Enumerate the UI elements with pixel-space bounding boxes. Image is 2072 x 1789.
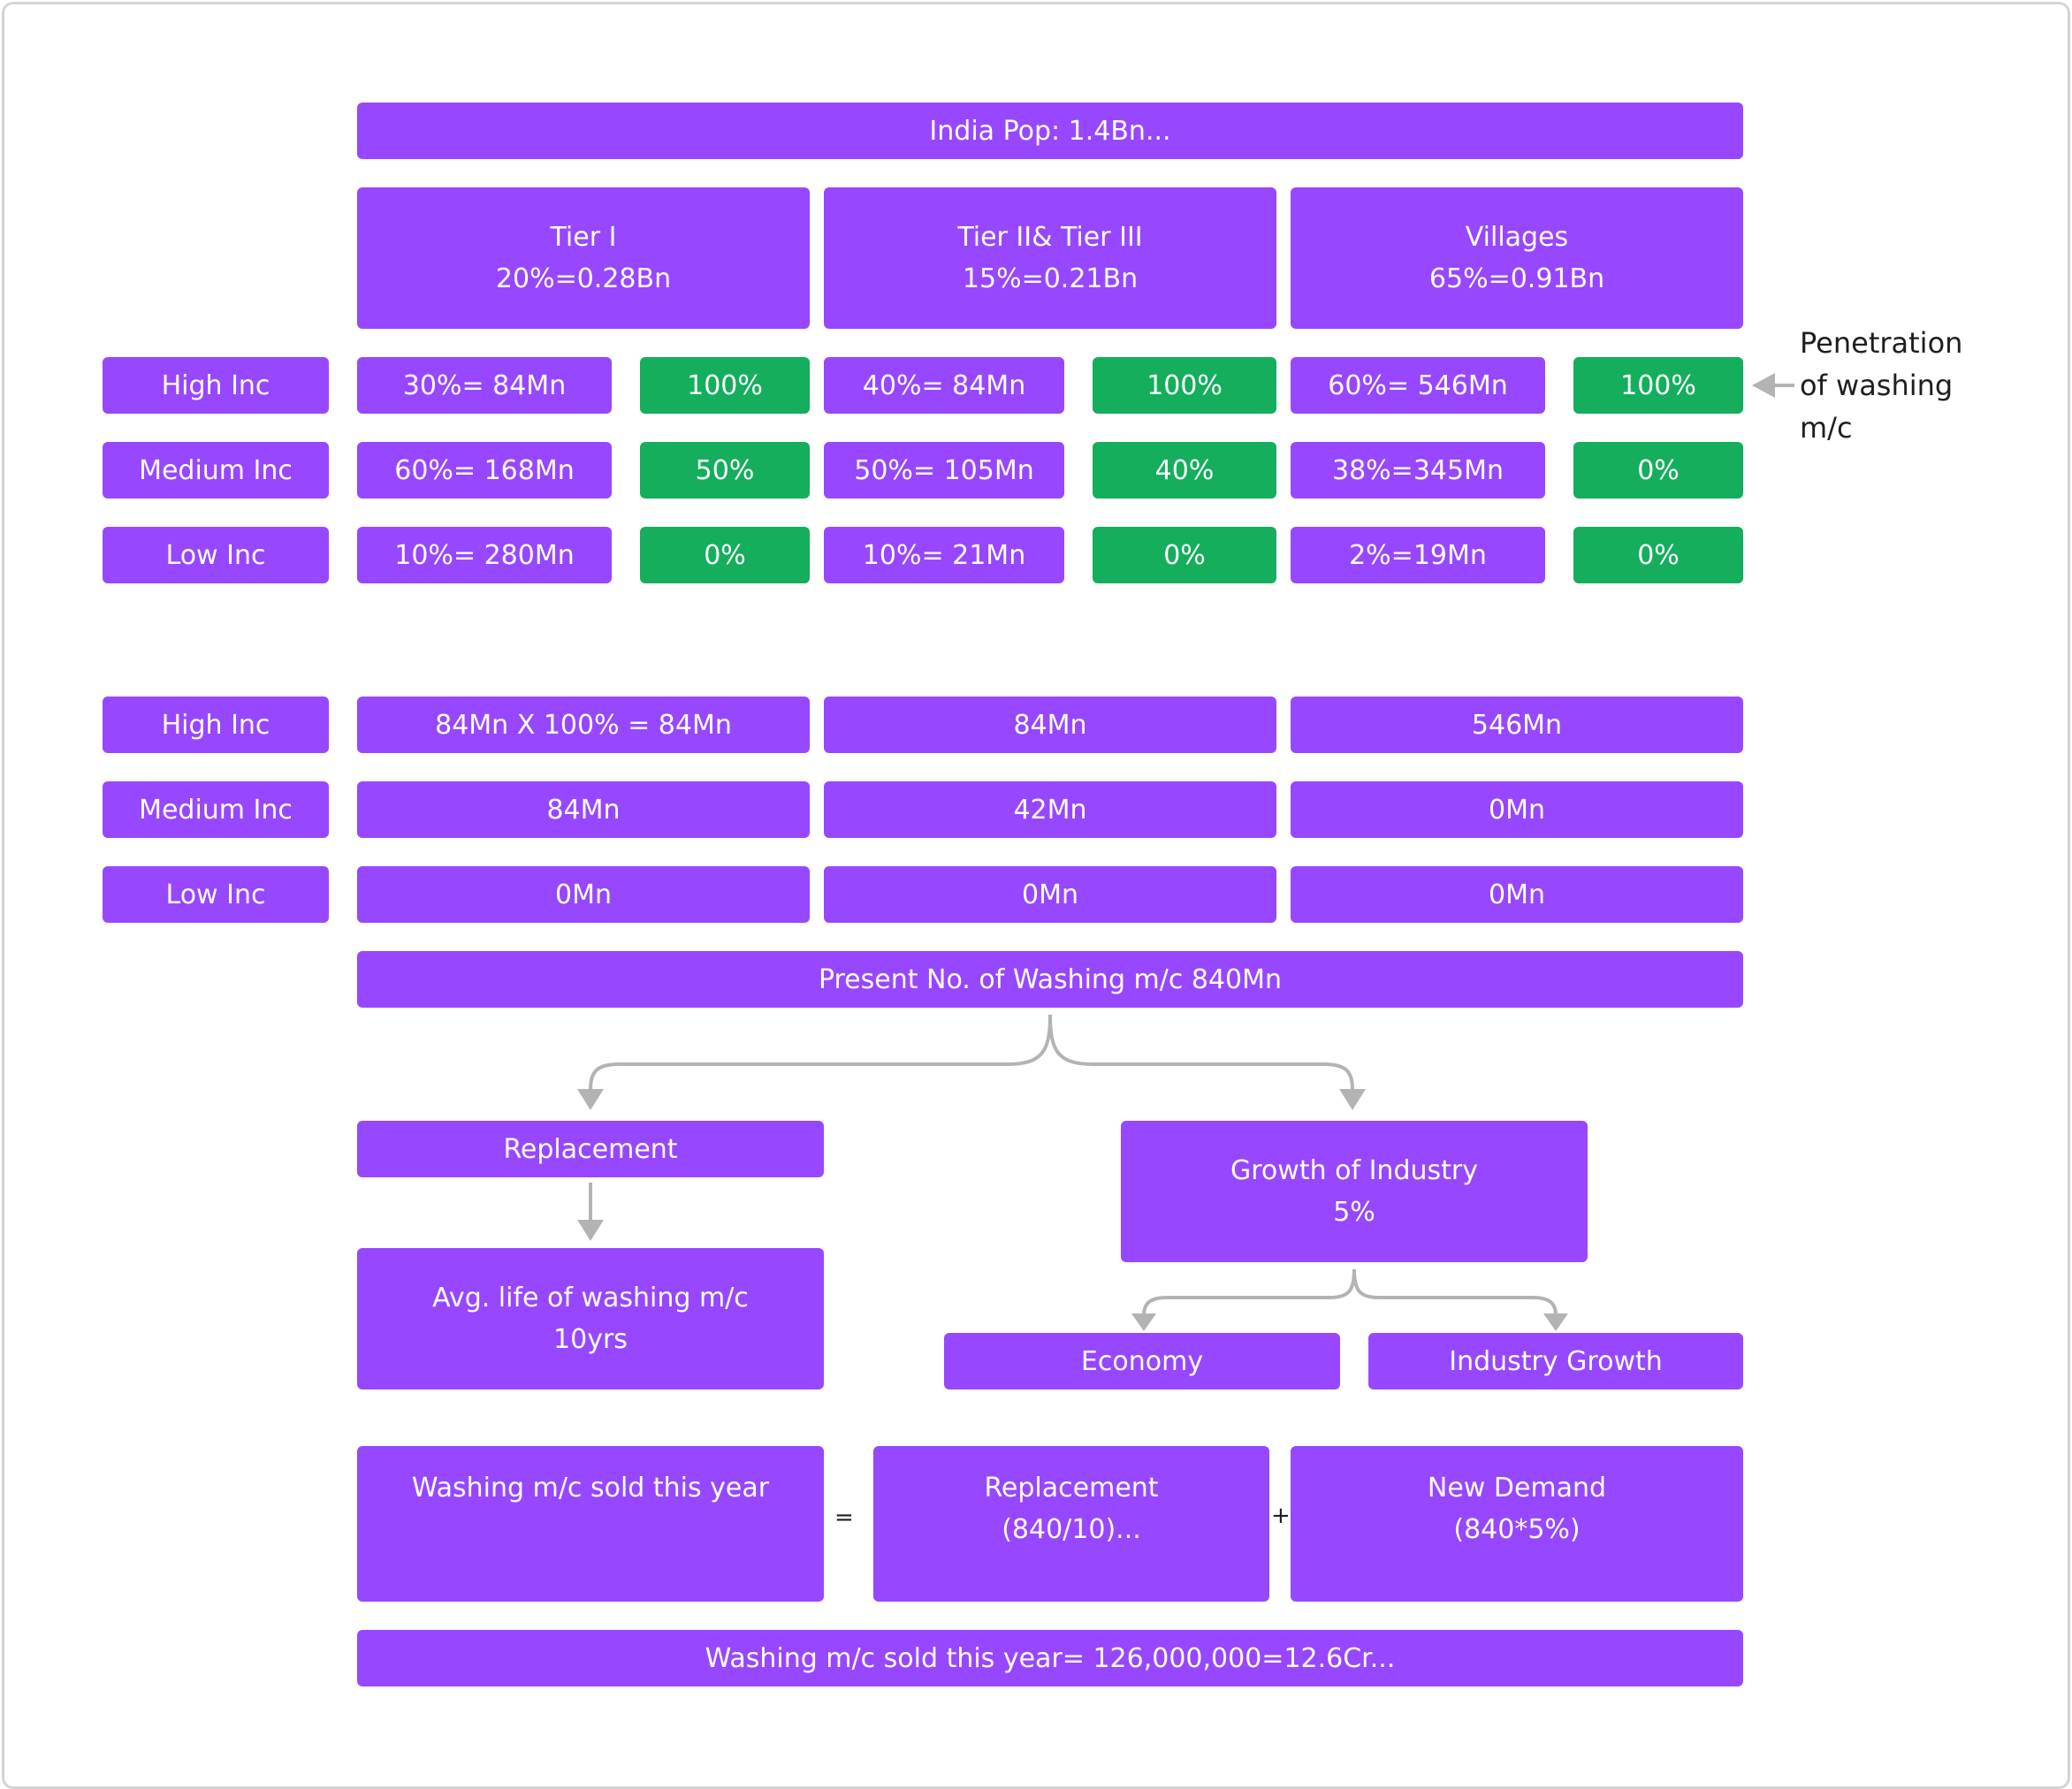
plus-sign: + bbox=[1271, 1503, 1291, 1529]
penetration-note-line: m/c bbox=[1800, 411, 1853, 445]
segment-medium-villages: 38%=345Mn bbox=[1291, 442, 1545, 499]
population-text: India Pop: 1.4Bn... bbox=[929, 115, 1171, 147]
equation-lhs-text: Washing m/c sold this year bbox=[411, 1473, 770, 1504]
connector-present-to-growth bbox=[1048, 1014, 1354, 1090]
penetration-low-villages: 0% bbox=[1573, 527, 1743, 583]
penetration-medium-tier-1: 50% bbox=[640, 442, 810, 499]
segment-high-tier-1: 30%= 84Mn bbox=[357, 357, 612, 414]
equation-new-demand-label: New Demand bbox=[1427, 1473, 1607, 1504]
growth-box: Growth of Industry 5% bbox=[1121, 1121, 1588, 1262]
tier-name: Tier II& Tier III bbox=[957, 222, 1143, 253]
result-box: Washing m/c sold this year= 126,000,000=… bbox=[357, 1630, 1743, 1686]
tier-name: Villages bbox=[1465, 222, 1569, 253]
present-total-box: Present No. of Washing m/c 840Mn bbox=[357, 951, 1743, 1008]
tier-share: 65%=0.91Bn bbox=[1428, 263, 1605, 294]
segment-high-tier-2-3: 40%= 84Mn bbox=[824, 357, 1064, 414]
machines-high-tier-2-3: 84Mn bbox=[824, 697, 1276, 753]
arrowhead-replacement bbox=[577, 1089, 604, 1110]
machines-high-tier-1: 84Mn X 100% = 84Mn bbox=[357, 697, 810, 753]
equation-new-demand-formula: (840*5%) bbox=[1453, 1514, 1581, 1545]
growth-value: 5% bbox=[1333, 1197, 1375, 1228]
machines-medium-tier-2-3: 42Mn bbox=[824, 781, 1276, 838]
tier-share: 15%=0.21Bn bbox=[962, 263, 1139, 294]
population-box: India Pop: 1.4Bn... bbox=[357, 103, 1743, 159]
machines-low-tier-1: 0Mn bbox=[357, 866, 810, 923]
penetration-note: Penetration of washing m/c bbox=[1800, 322, 1962, 449]
equation-new-demand-box: New Demand (840*5%) bbox=[1291, 1446, 1743, 1602]
machines-label-high: High Inc bbox=[103, 697, 329, 753]
equals-sign: = bbox=[834, 1504, 854, 1531]
segment-high-villages: 60%= 546Mn bbox=[1291, 357, 1545, 414]
penetration-low-tier-2-3: 0% bbox=[1093, 527, 1276, 583]
equation-replacement-formula: (840/10)... bbox=[1002, 1514, 1141, 1545]
penetration-medium-tier-2-3: 40% bbox=[1093, 442, 1276, 499]
tier-box-tier-2-3: Tier II& Tier III 15%=0.21Bn bbox=[824, 187, 1276, 329]
penetration-note-line: Penetration bbox=[1800, 326, 1963, 360]
industry-growth-box: Industry Growth bbox=[1368, 1333, 1743, 1389]
income-label-high: High Inc bbox=[103, 357, 329, 414]
connector-growth-to-industry bbox=[1352, 1268, 1558, 1316]
growth-label: Growth of Industry bbox=[1230, 1155, 1478, 1186]
arrowhead-industry-growth bbox=[1543, 1313, 1568, 1331]
income-label-low: Low Inc bbox=[103, 527, 329, 583]
avg-life-box: Avg. life of washing m/c 10yrs bbox=[357, 1248, 824, 1389]
machines-medium-villages: 0Mn bbox=[1291, 781, 1743, 838]
penetration-note-line: of washing bbox=[1800, 369, 1954, 402]
tier-share: 20%=0.28Bn bbox=[495, 263, 672, 294]
penetration-high-villages: 100% bbox=[1573, 357, 1743, 414]
replacement-box: Replacement bbox=[357, 1121, 824, 1177]
arrowhead-growth bbox=[1339, 1089, 1366, 1110]
machines-high-villages: 546Mn bbox=[1291, 697, 1743, 753]
connector-present-to-replacement bbox=[589, 1014, 1052, 1090]
machines-medium-tier-1: 84Mn bbox=[357, 781, 810, 838]
machines-low-villages: 0Mn bbox=[1291, 866, 1743, 923]
arrowhead-economy bbox=[1131, 1313, 1156, 1331]
segment-medium-tier-1: 60%= 168Mn bbox=[357, 442, 612, 499]
penetration-medium-villages: 0% bbox=[1573, 442, 1743, 499]
avg-life-value: 10yrs bbox=[553, 1324, 628, 1355]
machines-low-tier-2-3: 0Mn bbox=[824, 866, 1276, 923]
tier-box-tier-1: Tier I 20%=0.28Bn bbox=[357, 187, 810, 329]
segment-medium-tier-2-3: 50%= 105Mn bbox=[824, 442, 1064, 499]
economy-box: Economy bbox=[944, 1333, 1340, 1389]
tier-name: Tier I bbox=[550, 222, 617, 253]
machines-label-low: Low Inc bbox=[103, 866, 329, 923]
tier-box-villages: Villages 65%=0.91Bn bbox=[1291, 187, 1743, 329]
equation-replacement-box: Replacement (840/10)... bbox=[873, 1446, 1269, 1602]
income-label-medium: Medium Inc bbox=[103, 442, 329, 499]
penetration-high-tier-1: 100% bbox=[640, 357, 810, 414]
arrowhead-avg-life bbox=[577, 1220, 604, 1241]
avg-life-label: Avg. life of washing m/c bbox=[432, 1283, 749, 1313]
equation-lhs-box: Washing m/c sold this year bbox=[357, 1446, 824, 1602]
penetration-high-tier-2-3: 100% bbox=[1093, 357, 1276, 414]
connector-growth-to-economy bbox=[1142, 1268, 1356, 1316]
segment-low-tier-2-3: 10%= 21Mn bbox=[824, 527, 1064, 583]
arrowhead-penetration bbox=[1752, 373, 1775, 398]
segment-low-villages: 2%=19Mn bbox=[1291, 527, 1545, 583]
equation-replacement-label: Replacement bbox=[984, 1473, 1159, 1504]
machines-label-medium: Medium Inc bbox=[103, 781, 329, 838]
penetration-low-tier-1: 0% bbox=[640, 527, 810, 583]
segment-low-tier-1: 10%= 280Mn bbox=[357, 527, 612, 583]
